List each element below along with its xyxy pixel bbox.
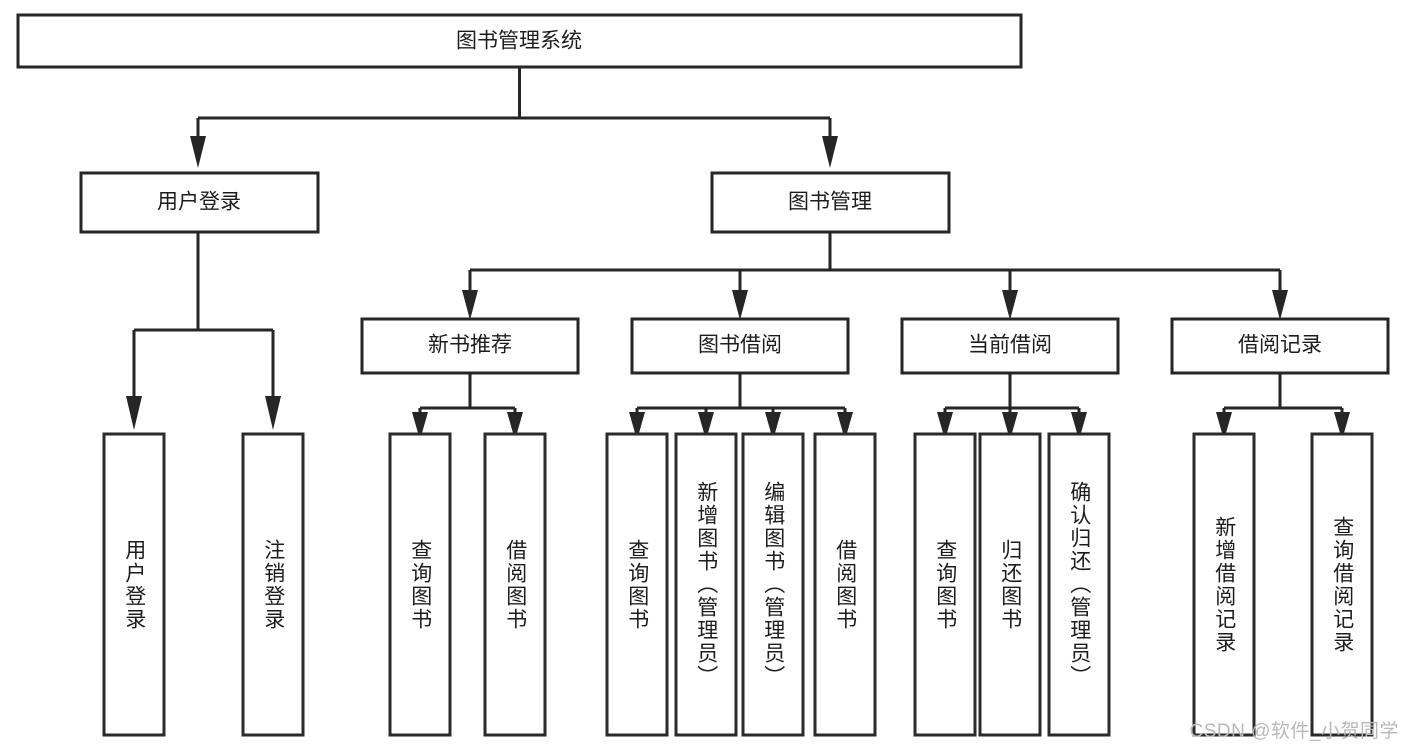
leaf-box-newbook-query[interactable] (388, 432, 452, 737)
leaf-box-current-return[interactable] (978, 432, 1042, 737)
node-user-login-box[interactable] (79, 171, 320, 234)
arrow-head-newbook-leaf-2 (507, 412, 523, 440)
node-borrow-records-box[interactable] (1170, 317, 1390, 375)
arrow-head-current-borrow (1002, 290, 1018, 320)
leaf-box-borrow-query[interactable] (605, 432, 669, 737)
watermark-text: CSDN @软件_小贺同学 (1189, 721, 1399, 742)
node-current-borrow-box[interactable] (900, 317, 1120, 375)
arrow-head-book-borrow (732, 290, 748, 320)
node-book-borrow-label: 图书借阅 (698, 334, 782, 357)
node-new-book-recommend-label: 新书推荐 (428, 334, 512, 357)
arrow-head-bookborrow-leaf-2 (698, 412, 714, 440)
leaf-box-user-login[interactable] (102, 432, 166, 737)
leaf-box-record-add[interactable] (1192, 432, 1256, 737)
leaf-box-current-confirm[interactable] (1047, 432, 1111, 737)
leaf-box-borrow-edit[interactable] (741, 432, 805, 737)
arrow-head-leaf-user-login (126, 396, 142, 430)
node-borrow-records-label: 借阅记录 (1238, 334, 1322, 357)
arrow-head-currentborrow-leaf-3 (1071, 412, 1087, 440)
leaf-box-current-query[interactable] (913, 432, 977, 737)
leaf-box-logout[interactable] (241, 432, 305, 737)
node-user-login[interactable]: 用户登录 (79, 171, 320, 234)
leaf-box-newbook-borrow[interactable] (483, 432, 547, 737)
arrow-head-bookborrow-leaf-3 (765, 412, 781, 440)
arrow-head-leaf-logout (265, 396, 281, 430)
arrow-head-book-manage (822, 136, 838, 168)
leaf-box-borrow-add[interactable] (674, 432, 738, 737)
arrow-head-user-login (190, 136, 206, 168)
arrow-head-borrowrecord-leaf-2 (1334, 412, 1350, 440)
arrow-head-currentborrow-leaf-2 (1002, 412, 1018, 440)
node-book-manage-box[interactable] (710, 171, 951, 234)
node-book-borrow-box[interactable] (630, 317, 850, 375)
node-root[interactable]: 图书管理系统 (16, 13, 1023, 69)
node-new-book-recommend-box[interactable] (360, 317, 580, 375)
node-user-login-label: 用户登录 (157, 191, 241, 214)
node-borrow-records[interactable]: 借阅记录 (1170, 317, 1390, 375)
node-new-book-recommend[interactable]: 新书推荐 (360, 317, 580, 375)
arrow-head-bookborrow-leaf-1 (629, 412, 645, 440)
leaf-box-record-query[interactable] (1310, 432, 1374, 737)
node-book-manage[interactable]: 图书管理 (710, 171, 951, 234)
node-book-manage-label: 图书管理 (788, 191, 872, 214)
node-root-label: 图书管理系统 (456, 30, 582, 53)
connector-group (126, 67, 1350, 440)
node-book-borrow[interactable]: 图书借阅 (630, 317, 850, 375)
arrow-head-bookborrow-leaf-4 (837, 412, 853, 440)
node-current-borrow-label: 当前借阅 (968, 334, 1052, 357)
arrow-head-borrow-record (1272, 290, 1288, 320)
arrow-head-newbook-leaf-1 (412, 412, 428, 440)
node-current-borrow[interactable]: 当前借阅 (900, 317, 1120, 375)
leaf-box-borrow-lend[interactable] (813, 432, 877, 737)
arrow-head-currentborrow-leaf-1 (937, 412, 953, 440)
arrow-head-borrowrecord-leaf-1 (1216, 412, 1232, 440)
arrow-head-new-book (462, 290, 478, 320)
node-root-box[interactable] (16, 13, 1023, 69)
